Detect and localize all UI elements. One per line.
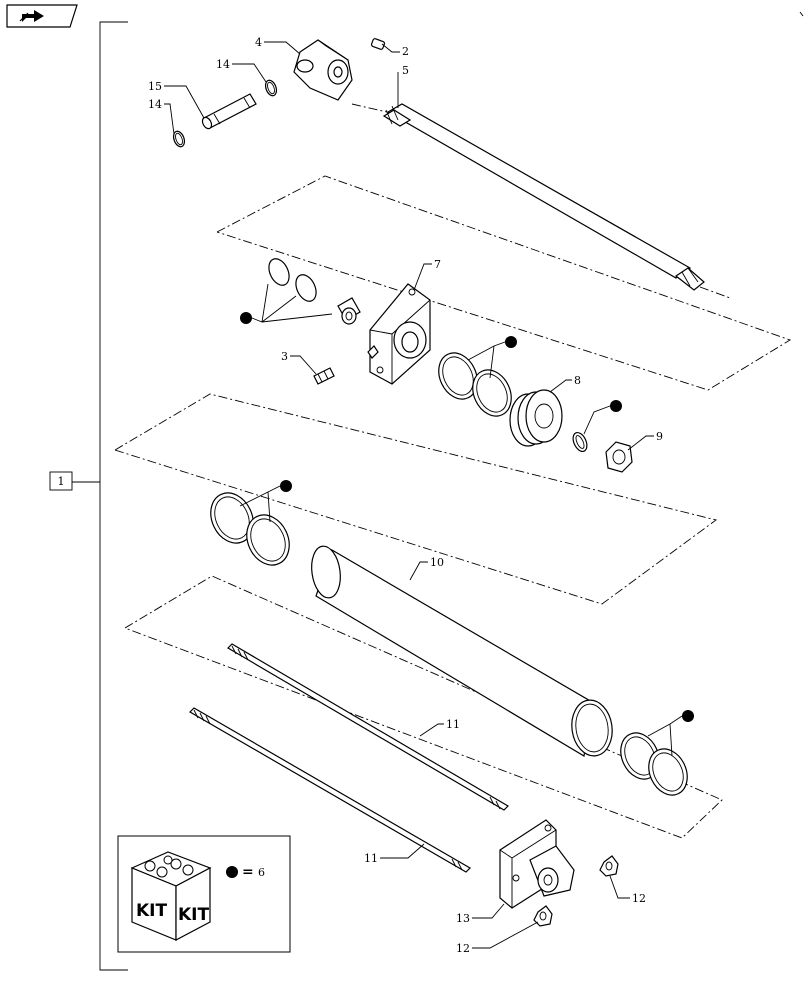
grease-fitting xyxy=(370,38,386,50)
hex-nut xyxy=(605,441,633,473)
cylinder-barrel xyxy=(311,545,613,757)
clevis-pin xyxy=(201,93,257,130)
retaining-rings xyxy=(172,79,278,148)
callout-14-bottom: 14 xyxy=(148,98,162,111)
filled-dot-icon xyxy=(240,312,252,324)
nav-arrow-button[interactable] xyxy=(6,4,78,28)
gland-block xyxy=(367,283,431,385)
callout-9: 9 xyxy=(656,430,663,443)
callout-5: 5 xyxy=(402,64,409,77)
filled-dot-icon xyxy=(610,400,622,412)
cap-end-clevis xyxy=(499,819,575,909)
callout-12-right: 12 xyxy=(632,892,646,905)
callout-2: 2 xyxy=(402,45,409,58)
set-screw xyxy=(313,367,335,385)
callout-7: 7 xyxy=(434,258,441,271)
callout-1: 1 xyxy=(58,475,65,488)
kit-label-right: KIT xyxy=(178,905,209,925)
filled-dot-icon xyxy=(505,336,517,348)
gland-seals xyxy=(268,258,361,325)
callout-11-lower: 11 xyxy=(364,852,378,865)
assembly-bracket: 1 xyxy=(49,21,128,971)
piston-rod xyxy=(382,103,705,291)
clevis-rod-end xyxy=(293,39,353,101)
kit-label-left: KIT xyxy=(136,901,167,921)
o-rings-mid xyxy=(438,352,512,417)
small-seal-ring xyxy=(572,431,588,453)
callout-15: 15 xyxy=(148,80,162,93)
callout-leaders xyxy=(164,41,654,949)
kit-box-icon: KIT KIT xyxy=(130,851,212,941)
callout-11-upper: 11 xyxy=(446,718,460,731)
callout-labels: 4 2 14 5 15 14 7 3 8 9 10 11 11 12 13 12 xyxy=(148,36,663,955)
callout-3: 3 xyxy=(281,350,288,363)
o-rings-barrel-left xyxy=(210,492,290,566)
o-rings-barrel-right xyxy=(620,732,688,796)
callout-12-left: 12 xyxy=(456,942,470,955)
forward-arrow-icon xyxy=(22,10,44,22)
filled-dot-icon xyxy=(682,710,694,722)
guide-lines xyxy=(114,103,792,839)
callout-4: 4 xyxy=(255,36,262,49)
callout-14-top: 14 xyxy=(216,58,230,71)
piston xyxy=(509,389,563,447)
callout-13: 13 xyxy=(456,912,470,925)
tie-rod-nuts xyxy=(533,855,619,927)
kit-legend: KIT KIT = 6 xyxy=(117,835,291,953)
callout-10: 10 xyxy=(430,556,444,569)
filled-dot-icon xyxy=(280,480,292,492)
corner-mark xyxy=(799,11,804,17)
kit-item-bullets xyxy=(239,283,694,757)
callout-8: 8 xyxy=(574,374,581,387)
kit-ref-6: 6 xyxy=(258,866,265,879)
tie-rod-upper xyxy=(227,643,509,811)
tie-rod-lower xyxy=(189,707,471,873)
filled-dot-icon xyxy=(226,866,238,878)
kit-equals: = xyxy=(242,864,254,880)
